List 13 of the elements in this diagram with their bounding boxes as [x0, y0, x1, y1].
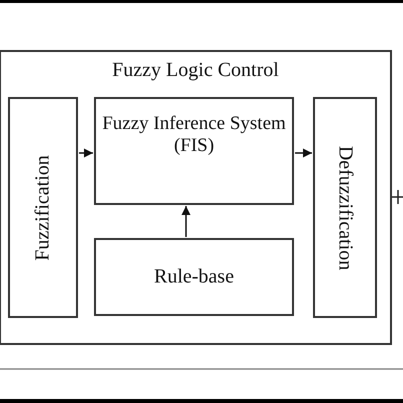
arrow [182, 206, 190, 237]
arrow [79, 148, 93, 158]
process-box [313, 97, 377, 318]
node-label: Defuzzification [334, 145, 356, 270]
node-label: Fuzzification [32, 154, 54, 260]
process-box [8, 97, 78, 318]
process-box [94, 97, 294, 205]
node-label: Fuzzy Inference System (FIS) [101, 113, 287, 157]
arrow [295, 148, 312, 158]
process-box [94, 238, 294, 316]
control-block [0, 50, 392, 345]
node-label: Rule-base [153, 266, 235, 288]
title-text: Fuzzy Logic Control [111, 59, 280, 82]
